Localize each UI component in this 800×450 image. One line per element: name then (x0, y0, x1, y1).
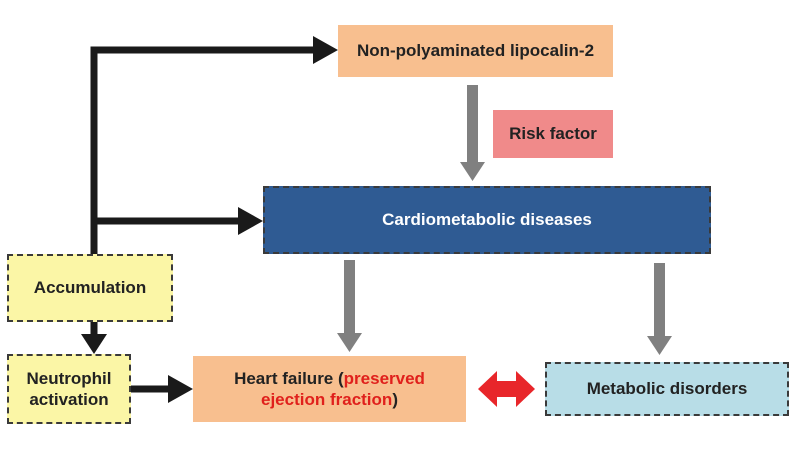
node-heart-failure-label: Heart failure (preserved ejection fractio… (234, 368, 425, 411)
node-cardiometabolic-diseases: Cardiometabolic diseases (263, 186, 711, 254)
arrowhead-to-heart-failure (168, 375, 193, 403)
arrow-accumulation-to-lipocalin (90, 46, 318, 254)
node-non-polyaminated-label: Non-polyaminated lipocalin-2 (356, 41, 595, 61)
node-heart-failure: Heart failure (preserved ejection fractio… (193, 356, 466, 422)
node-metabolic-disorders: Metabolic disorders (545, 362, 789, 416)
node-accumulation-label: Accumulation (33, 278, 147, 298)
node-neutrophil-label-line1: Neutrophil (26, 368, 112, 388)
heart-failure-highlight-2: ejection fraction (261, 390, 393, 409)
node-risk-factor: Risk factor (493, 110, 613, 158)
node-non-polyaminated-lipocalin: Non-polyaminated lipocalin-2 (338, 25, 613, 77)
gray-arrowhead-1 (460, 162, 485, 181)
gray-arrowhead-3 (647, 336, 672, 355)
gray-arrowhead-2 (337, 333, 362, 352)
node-accumulation: Accumulation (7, 254, 173, 322)
red-double-arrow (478, 371, 535, 407)
node-cardiometabolic-label: Cardiometabolic diseases (382, 210, 592, 230)
arrowhead-to-lipocalin (313, 36, 338, 64)
node-metabolic-disorders-label: Metabolic disorders (586, 379, 748, 399)
heart-failure-close: ) (392, 390, 398, 409)
node-neutrophil-label-line2: activation (29, 390, 109, 409)
gray-arrow-shaft-2 (344, 260, 355, 334)
gray-arrow-shaft-3 (654, 263, 665, 337)
arrowhead-to-neutrophil (81, 334, 107, 354)
node-neutrophil-activation: Neutrophil activation (7, 354, 131, 424)
heart-failure-highlight-1: preserved (343, 368, 425, 388)
node-risk-factor-label: Risk factor (509, 124, 597, 144)
heart-failure-text: Heart failure ( (234, 368, 344, 388)
arrowhead-to-cardiometabolic (238, 207, 263, 235)
gray-arrow-shaft-1 (467, 85, 478, 163)
